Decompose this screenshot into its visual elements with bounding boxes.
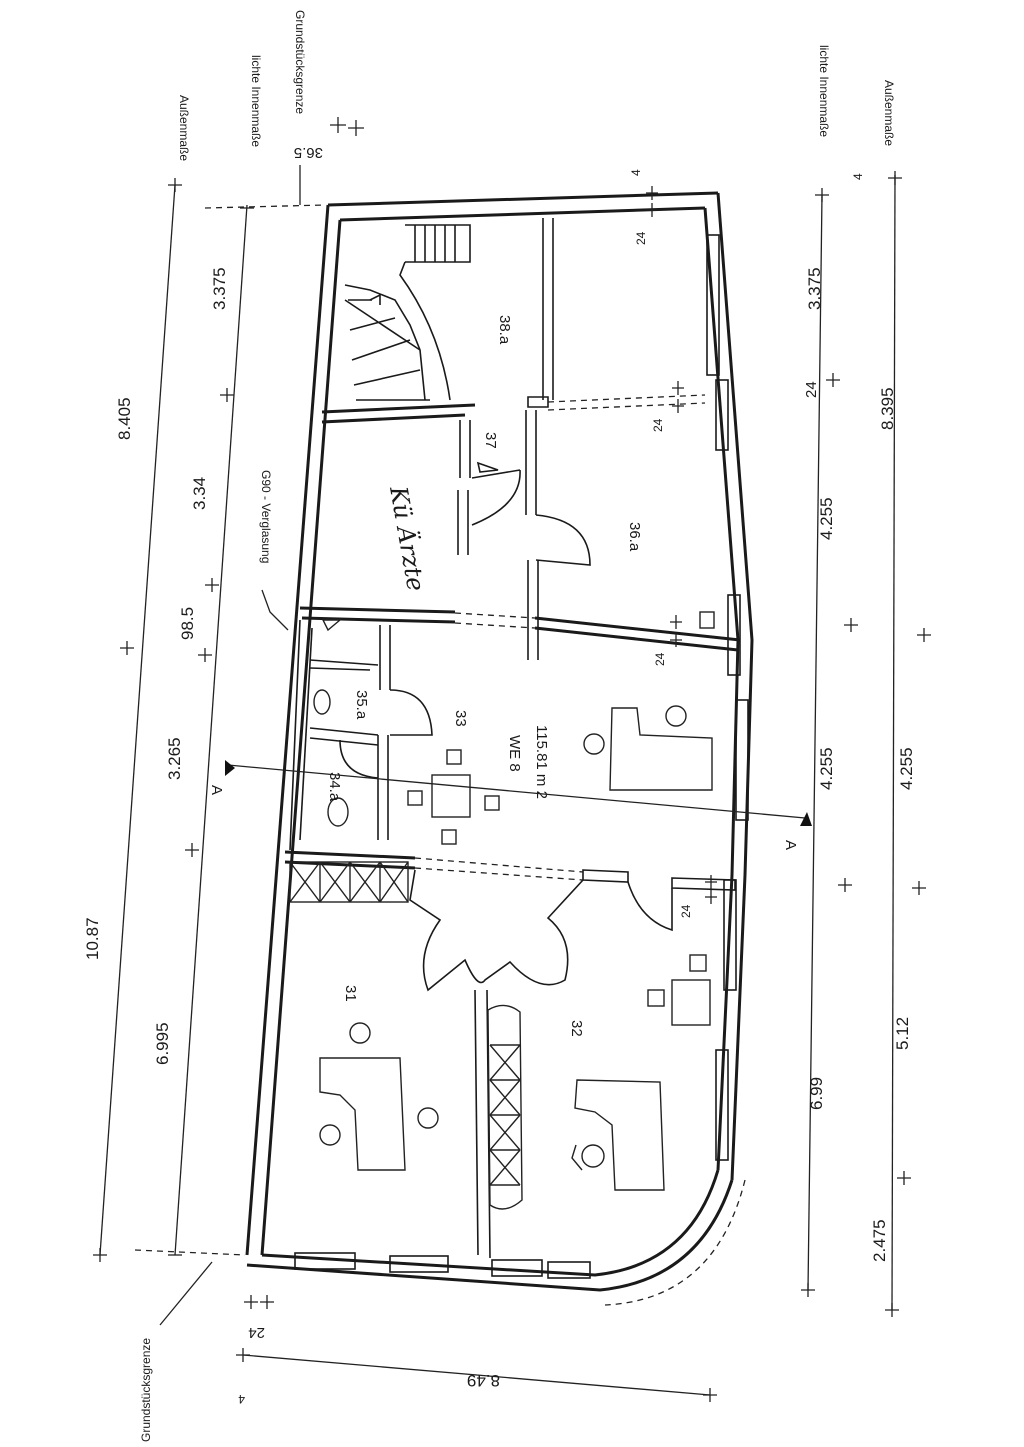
dim-left-wall-top: 36.5 — [294, 144, 323, 161]
dim-right-outer-4: 5.12 — [893, 1017, 912, 1050]
room-labels: 31 32 33 34.a 35.a 36.a 37 38.a WE 8 115… — [326, 315, 643, 1037]
dim-right-inner-3: 4.255 — [817, 497, 836, 540]
dim-left-outer-total: 10.87 — [83, 917, 102, 960]
dim-bottom-wall: 24 — [248, 1324, 265, 1341]
dim-interior-w3: 24 — [653, 652, 667, 666]
room-31-label: 31 — [342, 985, 359, 1002]
dim-interior-w4: 24 — [679, 904, 693, 918]
section-line: A A — [208, 760, 812, 850]
room-37-label: 37 — [482, 432, 499, 449]
room-38-label: 38.a — [496, 315, 513, 345]
dim-right-inner-2: 24 — [803, 381, 820, 398]
section-mark-right: A — [782, 840, 799, 850]
room-34-label: 34.a — [326, 772, 343, 802]
interior-dimension-ticks — [646, 186, 717, 904]
dim-bottom-outer: 8.49 — [467, 1371, 500, 1390]
dim-left-inner-4: 3.265 — [165, 737, 184, 780]
interior-walls — [284, 218, 741, 1259]
area-label: 115.81 m 2 — [533, 725, 550, 799]
openings — [414, 394, 706, 881]
label-lichte-left: lichte Innenmaße — [249, 55, 263, 147]
right-dimensions — [801, 171, 931, 1317]
dim-left-inner-5: 6.995 — [153, 1022, 172, 1065]
dim-left-outer-top: 8.405 — [115, 397, 134, 440]
dim-right-inner-1: 3.375 — [805, 267, 824, 310]
unit-label: WE 8 — [506, 735, 523, 772]
glazing-label: G90 - Verglasung — [259, 470, 273, 563]
label-aussenmasse-right: Außenmaße — [882, 80, 896, 146]
dim-left-inner-2: 3.34 — [190, 477, 209, 510]
dim-right-outer-1: 4 — [851, 173, 865, 180]
dim-right-inner-5: 6.99 — [807, 1077, 826, 1110]
left-dimensions — [93, 117, 364, 1262]
dim-right-outer-3: 4.255 — [897, 747, 916, 790]
staircase — [344, 224, 471, 401]
room-36-label: 36.a — [626, 522, 643, 552]
bottom-dimensions — [159, 1261, 717, 1402]
room-32-label: 32 — [568, 1020, 585, 1037]
furniture — [289, 611, 715, 1210]
dim-interior-w2: 24 — [651, 418, 665, 432]
dim-bottom-offset: 4 — [238, 1392, 245, 1406]
dim-right-outer-2: 8.395 — [878, 387, 897, 430]
handwritten-note: Kü Ärzte — [384, 483, 431, 593]
dim-right-inner-4: 4.255 — [817, 747, 836, 790]
bottom-windows — [294, 1252, 591, 1279]
label-grenze-top: Grundstücksgrenze — [293, 10, 307, 114]
section-mark-left: A — [208, 785, 225, 795]
label-grenze-bottom: Grundstücksgrenze — [139, 1338, 153, 1442]
dim-left-inner-1: 3.375 — [210, 267, 229, 310]
label-lichte-right: lichte Innenmaße — [817, 45, 831, 137]
dim-interior-top-offset: 4 — [629, 169, 643, 176]
dim-right-outer-5: 2.475 — [870, 1219, 889, 1262]
room-35-label: 35.a — [353, 690, 370, 720]
room-33-label: 33 — [452, 710, 469, 727]
dim-interior-w1: 24 — [634, 231, 648, 245]
right-windows — [706, 234, 749, 1161]
dim-left-inner-3: 98.5 — [178, 607, 197, 640]
door-swings — [339, 461, 673, 992]
label-aussenmasse-left: Außenmaße — [177, 95, 191, 161]
